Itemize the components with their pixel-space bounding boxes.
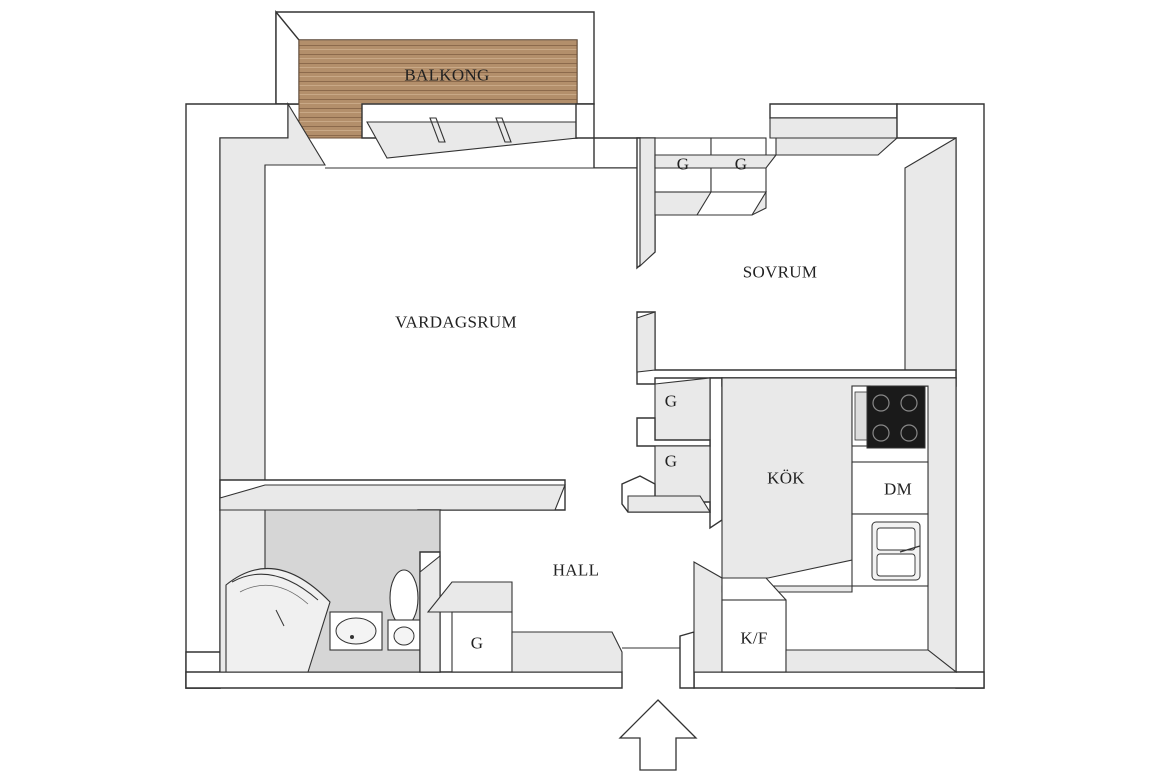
- bathroom: [219, 509, 441, 673]
- kitchen: [721, 377, 958, 674]
- room-label-hall: HALL: [553, 561, 600, 580]
- fridge-freezer: [721, 599, 787, 673]
- shower-screen: [225, 567, 331, 673]
- fridge-freezer-label: K/F: [740, 629, 767, 648]
- bedroom-wardrobes: [654, 137, 767, 216]
- room-label-kitchen: KÖK: [767, 469, 805, 488]
- balcony-door-handle: [429, 117, 446, 143]
- room-label-bedroom: SOVRUM: [743, 263, 818, 282]
- wardrobe-label: G: [665, 452, 678, 471]
- room-label-balcony: BALKONG: [404, 66, 489, 85]
- up-arrow-icon: [618, 699, 698, 771]
- dishwasher-label: DM: [884, 480, 912, 499]
- hall-wardrobes: [621, 377, 711, 513]
- wardrobe-label: G: [471, 634, 484, 653]
- interior-walls: [219, 137, 957, 530]
- balcony-door-handle: [495, 117, 512, 143]
- hall-area: [426, 561, 723, 689]
- wardrobe-label: G: [665, 392, 678, 411]
- balcony: [275, 10, 595, 159]
- room-label-living-room: VARDAGSRUM: [395, 313, 517, 332]
- toilet: [389, 569, 419, 627]
- wardrobe-label: G: [735, 155, 748, 174]
- wardrobe: [451, 611, 513, 673]
- dishwasher: [851, 461, 929, 515]
- wardrobe-label: G: [677, 155, 690, 174]
